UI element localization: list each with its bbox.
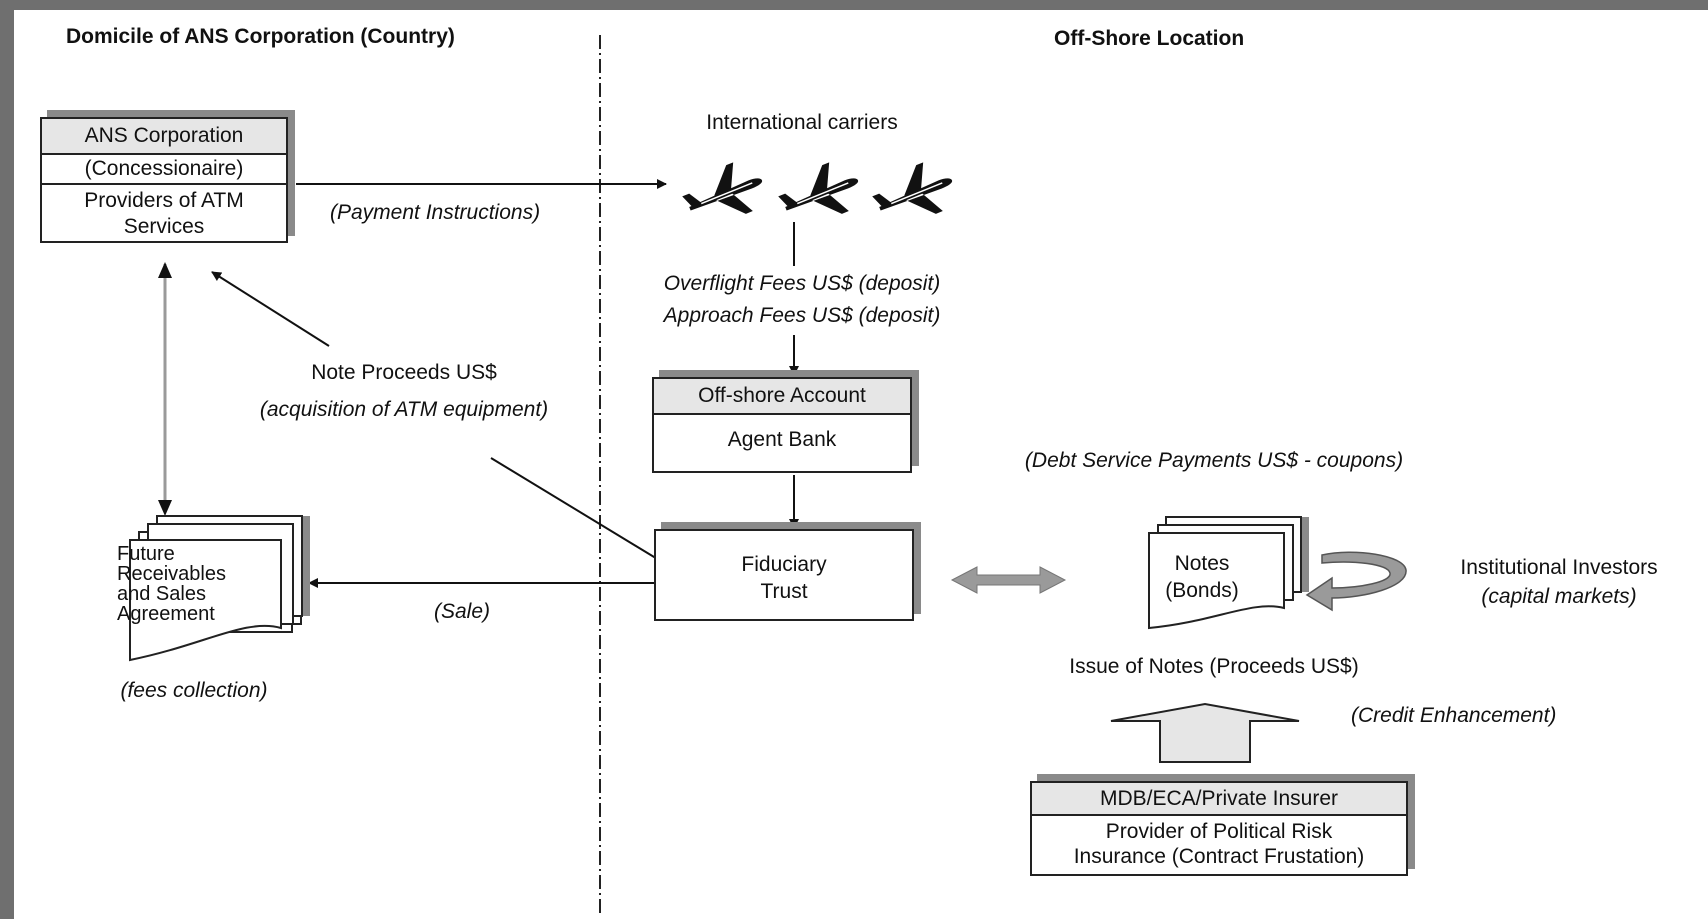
ans-box-subtitle: (Concessionaire) [42, 155, 286, 185]
receivables-line2: Receivables [117, 563, 226, 585]
receivables-doc-text: Future Receivables and Sales Agreement [117, 544, 226, 624]
receivables-line4: Agreement [117, 603, 215, 625]
ans-box-body-line2: Services [123, 215, 205, 238]
overflight-fees-label: Overflight Fees US$ (deposit) [663, 272, 941, 295]
fiduciary-line1: Fiduciary [741, 553, 827, 576]
diagram-canvas: Domicile of ANS Corporation (Country) Of… [14, 10, 1708, 919]
institutional-investors-label: Institutional Investors [1460, 556, 1658, 579]
fiduciary-line2: Trust [760, 580, 808, 603]
fiduciary-trust-box: Fiduciary Trust [654, 529, 914, 621]
fees-collection-label: (fees collection) [120, 679, 268, 702]
sale-label: (Sale) [434, 600, 491, 623]
approach-fees-label: Approach Fees US$ (deposit) [663, 304, 941, 327]
note-proceeds-arrow [211, 271, 330, 347]
notes-line1: Notes [1174, 552, 1230, 575]
receivables-line1: Future [117, 543, 175, 565]
airplane-icon [682, 162, 763, 214]
debt-service-label: (Debt Service Payments US$ - coupons) [1024, 449, 1404, 472]
agent-bank-label: Agent Bank [727, 428, 837, 451]
credit-enhancement-label: (Credit Enhancement) [1351, 704, 1557, 727]
insurer-body-line2: Insurance (Contract Frustation) [1073, 845, 1365, 868]
capital-markets-label: (capital markets) [1481, 585, 1637, 608]
notes-line2: (Bonds) [1165, 579, 1239, 602]
offshore-account-title: Off-shore Account [654, 379, 910, 415]
trust-notes-arrow [950, 566, 1067, 594]
offshore-account-box: Off-shore Account Agent Bank [652, 377, 912, 473]
notes-doc-stack [1148, 516, 1309, 630]
ans-box-title: ANS Corporation [42, 119, 286, 155]
offshore-heading: Off-Shore Location [1054, 27, 1245, 50]
ans-corporation-box: ANS Corporation (Concessionaire) Provide… [40, 117, 288, 243]
receivables-doc-stack [129, 515, 310, 662]
connector-layer [129, 35, 1407, 915]
issue-of-notes-label: Issue of Notes (Proceeds US$) [1069, 655, 1359, 678]
credit-enhancement-arrow [1110, 702, 1300, 763]
receivables-line3: and Sales [117, 583, 206, 605]
acquisition-label: (acquisition of ATM equipment) [259, 398, 549, 421]
payment-instructions-label: (Payment Instructions) [330, 201, 541, 224]
ans-box-body-line1: Providers of ATM [84, 189, 244, 212]
airplane-icon [778, 162, 859, 214]
notes-doc-text: Notes (Bonds) [1165, 550, 1239, 604]
trust-proceeds-line [490, 457, 660, 561]
domicile-heading: Domicile of ANS Corporation (Country) [66, 25, 455, 48]
airplane-icon [872, 162, 953, 214]
note-proceeds-label: Note Proceeds US$ [311, 361, 497, 384]
investors-cycle-arrow [1305, 551, 1407, 612]
insurer-box: MDB/ECA/Private Insurer Provider of Poli… [1030, 781, 1408, 876]
international-carriers-label: International carriers [706, 111, 898, 134]
insurer-box-title: MDB/ECA/Private Insurer [1032, 783, 1406, 816]
insurer-body-line1: Provider of Political Risk [1105, 820, 1333, 843]
